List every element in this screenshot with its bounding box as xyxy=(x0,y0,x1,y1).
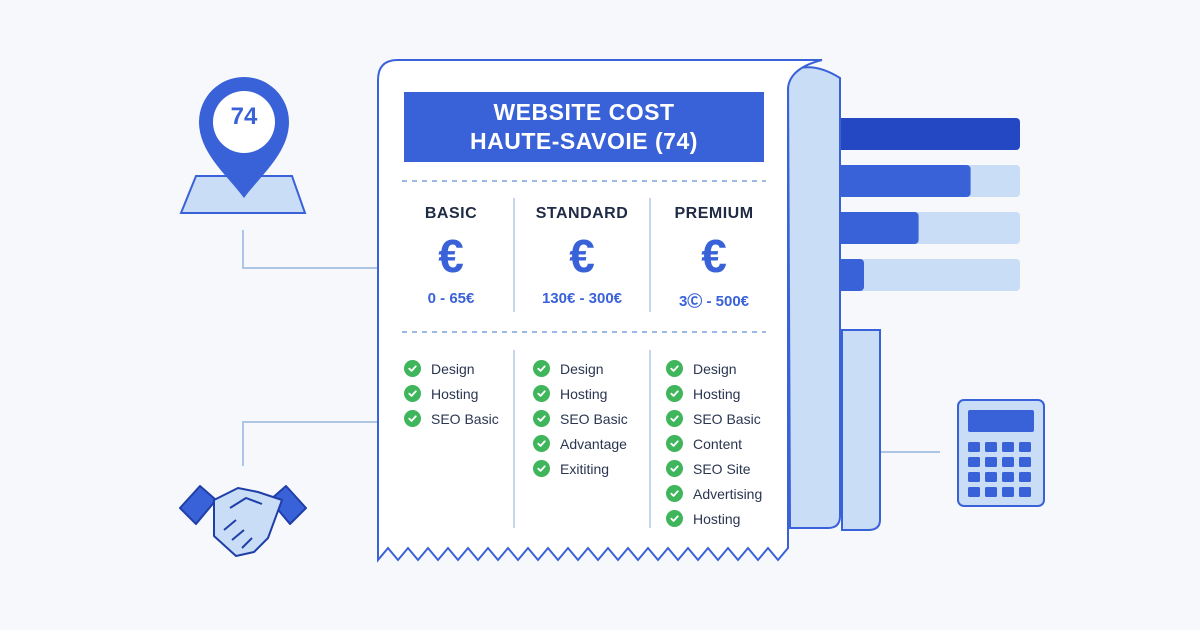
check-circle-icon xyxy=(533,435,550,452)
calculator-key xyxy=(968,457,980,467)
feature-label: Hosting xyxy=(693,510,741,527)
title-line-2: HAUTE-SAVOIE (74) xyxy=(470,128,698,154)
calculator-key xyxy=(1002,442,1014,452)
calculator-key xyxy=(1019,472,1031,482)
calculator-key xyxy=(1019,442,1031,452)
check-circle-icon xyxy=(666,485,683,502)
feature-item: Hosting xyxy=(533,381,628,406)
feature-item: SEO Site xyxy=(666,456,762,481)
calculator-key xyxy=(968,442,980,452)
check-circle-icon xyxy=(533,360,550,377)
calculator-key xyxy=(985,442,997,452)
tier-price: 130€ - 300€ xyxy=(541,290,623,307)
check-circle-icon xyxy=(533,385,550,402)
feature-label: SEO Basic xyxy=(431,410,499,427)
feature-item: Design xyxy=(533,356,628,381)
tier-basic: BASIC € 0 - 65€ xyxy=(388,200,514,307)
calculator-key xyxy=(968,472,980,482)
feature-item: Hosting xyxy=(666,506,762,531)
tier-name: BASIC xyxy=(424,205,478,222)
calculator-key xyxy=(1002,457,1014,467)
calculator-key xyxy=(968,487,980,497)
feature-label: Advertising xyxy=(693,485,763,502)
connector-line-pin xyxy=(242,230,378,269)
receipt-fold xyxy=(841,329,881,531)
calculator-key xyxy=(1019,487,1031,497)
check-circle-icon xyxy=(404,410,421,427)
feature-label: Design xyxy=(560,360,604,377)
feature-label: Content xyxy=(693,435,743,452)
title-line-1: WEBSITE COST xyxy=(493,99,675,125)
feature-item: Design xyxy=(404,356,499,381)
receipt-roll xyxy=(786,66,841,529)
check-circle-icon xyxy=(404,360,421,377)
tier-name: PREMIUM xyxy=(674,205,754,222)
calculator-key xyxy=(1019,457,1031,467)
euro-icon: € xyxy=(701,230,727,282)
feature-item: Design xyxy=(666,356,762,381)
feature-label: Hosting xyxy=(560,385,608,402)
calculator-key xyxy=(1002,487,1014,497)
check-circle-icon xyxy=(666,510,683,527)
feature-item: Advertising xyxy=(666,481,762,506)
calculator-key xyxy=(985,457,997,467)
euro-icon: € xyxy=(569,230,595,282)
receipt-paper xyxy=(377,59,823,563)
tier-premium: PREMIUM € 3Ⓒ - 500€ xyxy=(651,200,777,311)
check-circle-icon xyxy=(666,410,683,427)
calculator-key xyxy=(1002,472,1014,482)
check-circle-icon xyxy=(533,460,550,477)
feature-label: Design xyxy=(431,360,475,377)
tier-price: 0 - 65€ xyxy=(427,290,475,307)
map-pin-icon xyxy=(179,77,307,214)
tier-standard: STANDARD € 130€ - 300€ xyxy=(519,200,645,307)
tier-name: STANDARD xyxy=(535,205,629,222)
calculator-key xyxy=(985,472,997,482)
feature-label: Design xyxy=(693,360,737,377)
handshake-icon xyxy=(179,485,307,557)
feature-label: Advantage xyxy=(560,435,627,452)
tier-price: 3Ⓒ - 500€ xyxy=(678,293,750,310)
check-circle-icon xyxy=(666,360,683,377)
euro-icon: € xyxy=(438,230,464,282)
check-circle-icon xyxy=(533,410,550,427)
feature-label: SEO Basic xyxy=(560,410,628,427)
feature-item: SEO Basic xyxy=(666,406,762,431)
check-circle-icon xyxy=(404,385,421,402)
feature-label: Hosting xyxy=(693,385,741,402)
feature-label: Exititing xyxy=(560,460,610,477)
feature-label: SEO Site xyxy=(693,460,751,477)
feature-item: SEO Basic xyxy=(533,406,628,431)
map-pin-number: 74 xyxy=(230,103,258,130)
check-circle-icon xyxy=(666,385,683,402)
feature-item: Exititing xyxy=(533,456,628,481)
feature-item: Content xyxy=(666,431,762,456)
calculator-key xyxy=(985,487,997,497)
feature-label: SEO Basic xyxy=(693,410,761,427)
feature-item: Hosting xyxy=(404,381,499,406)
feature-label: Hosting xyxy=(431,385,479,402)
connector-line-handshake xyxy=(242,421,378,466)
calculator-icon xyxy=(957,399,1045,507)
feature-item: Advantage xyxy=(533,431,628,456)
feature-item: SEO Basic xyxy=(404,406,499,431)
feature-item: Hosting xyxy=(666,381,762,406)
check-circle-icon xyxy=(666,435,683,452)
receipt-title-banner: WEBSITE COST HAUTE-SAVOIE (74) xyxy=(404,92,764,162)
check-circle-icon xyxy=(666,460,683,477)
